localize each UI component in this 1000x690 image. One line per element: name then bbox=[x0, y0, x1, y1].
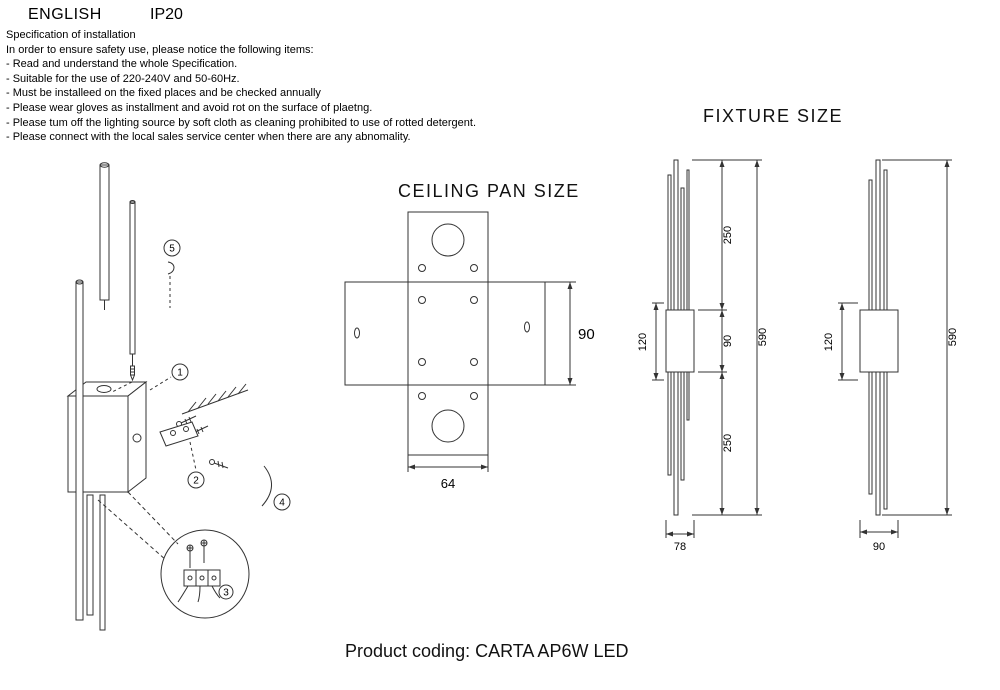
callout-5-label: 5 bbox=[169, 244, 175, 255]
pan-height-dimension bbox=[545, 281, 576, 386]
callout-1-label: 1 bbox=[177, 368, 183, 379]
specification-block: Specification of installation In order t… bbox=[6, 28, 476, 145]
spec-item-5: - Please tum off the lighting source by … bbox=[6, 116, 477, 129]
fixture-front-box-dimension bbox=[838, 302, 858, 381]
wiring-detail-circle bbox=[160, 529, 250, 619]
dim-total-590: 590 bbox=[757, 328, 769, 346]
wall-hatch bbox=[181, 383, 249, 415]
spec-title: Specification of installation bbox=[6, 29, 136, 41]
callout-4-marker bbox=[261, 465, 291, 511]
spec-item-1: - Read and understand the whole Specific… bbox=[6, 58, 238, 71]
dim-mid-90: 90 bbox=[722, 335, 734, 347]
pan-width-dimension bbox=[407, 455, 489, 472]
callout-3-label: 3 bbox=[223, 588, 229, 599]
pan-holes bbox=[354, 223, 530, 443]
lamp-tube-left bbox=[75, 279, 84, 621]
dim-front-total-590: 590 bbox=[947, 328, 959, 346]
assembly-guide-line bbox=[111, 381, 133, 393]
fixture-front-width-dimension bbox=[859, 520, 899, 538]
pan-width-label: 64 bbox=[441, 476, 455, 491]
language-label: ENGLISH bbox=[28, 6, 102, 23]
detail-leader-2 bbox=[97, 499, 167, 561]
dim-depth-78: 78 bbox=[674, 541, 686, 553]
ip-rating: IP20 bbox=[150, 6, 183, 23]
lamp-tube-top bbox=[99, 162, 110, 310]
spec-item-4: - Please wear gloves as installment and … bbox=[6, 101, 373, 114]
fixture-side-depth-dimension bbox=[665, 520, 695, 538]
callout-5-marker bbox=[163, 239, 181, 308]
dim-top-250: 250 bbox=[722, 226, 734, 244]
bracket-screw bbox=[209, 459, 229, 469]
spec-item-6: - Please connect with the local sales se… bbox=[6, 131, 411, 144]
fixture-size-title: FIXTURE SIZE bbox=[703, 106, 844, 126]
fixture-side-segment-dimensions bbox=[692, 159, 762, 516]
callout-4-label: 4 bbox=[279, 498, 285, 509]
ceiling-pan-size-title: CEILING PAN SIZE bbox=[398, 181, 580, 201]
spec-intro: In order to ensure safety use, please no… bbox=[6, 43, 314, 56]
lamp-tube-thin bbox=[129, 200, 136, 382]
callout-2-label: 2 bbox=[193, 476, 199, 487]
callout-3-marker bbox=[218, 584, 234, 600]
lamp-lower-rods bbox=[86, 494, 106, 631]
fixture-side-mount-box bbox=[665, 309, 695, 373]
detail-leader-1 bbox=[127, 491, 179, 545]
fixture-side-view: 250 90 250 590 120 78 bbox=[637, 159, 769, 553]
dim-front-width-90: 90 bbox=[873, 541, 885, 553]
dim-front-box-120: 120 bbox=[823, 333, 835, 351]
ceiling-pan-drawing: 90 64 bbox=[344, 211, 595, 491]
pan-vertical-plate bbox=[407, 211, 489, 456]
installation-diagram: 5 1 2 4 3 bbox=[66, 162, 291, 631]
callout-2-marker bbox=[187, 471, 205, 489]
pan-horizontal-plate bbox=[344, 281, 546, 386]
fixture-front-view: 120 590 90 bbox=[823, 159, 959, 553]
fixture-side-total-dimension bbox=[754, 160, 760, 515]
spec-item-3: - Must be installeed on the fixed places… bbox=[6, 87, 321, 100]
fixture-side-box-dimension bbox=[652, 302, 664, 381]
mounting-bracket bbox=[159, 421, 199, 471]
callout-1-marker bbox=[149, 363, 189, 391]
pan-height-label: 90 bbox=[578, 326, 595, 343]
spec-item-2: - Suitable for the use of 220-240V and 5… bbox=[6, 72, 240, 85]
fixture-front-mount-box bbox=[859, 309, 899, 373]
dim-box-120: 120 bbox=[637, 333, 649, 351]
fixture-front-total-dimension bbox=[882, 159, 952, 516]
product-coding: Product coding: CARTA AP6W LED bbox=[345, 641, 629, 661]
dim-bottom-250: 250 bbox=[722, 434, 734, 452]
